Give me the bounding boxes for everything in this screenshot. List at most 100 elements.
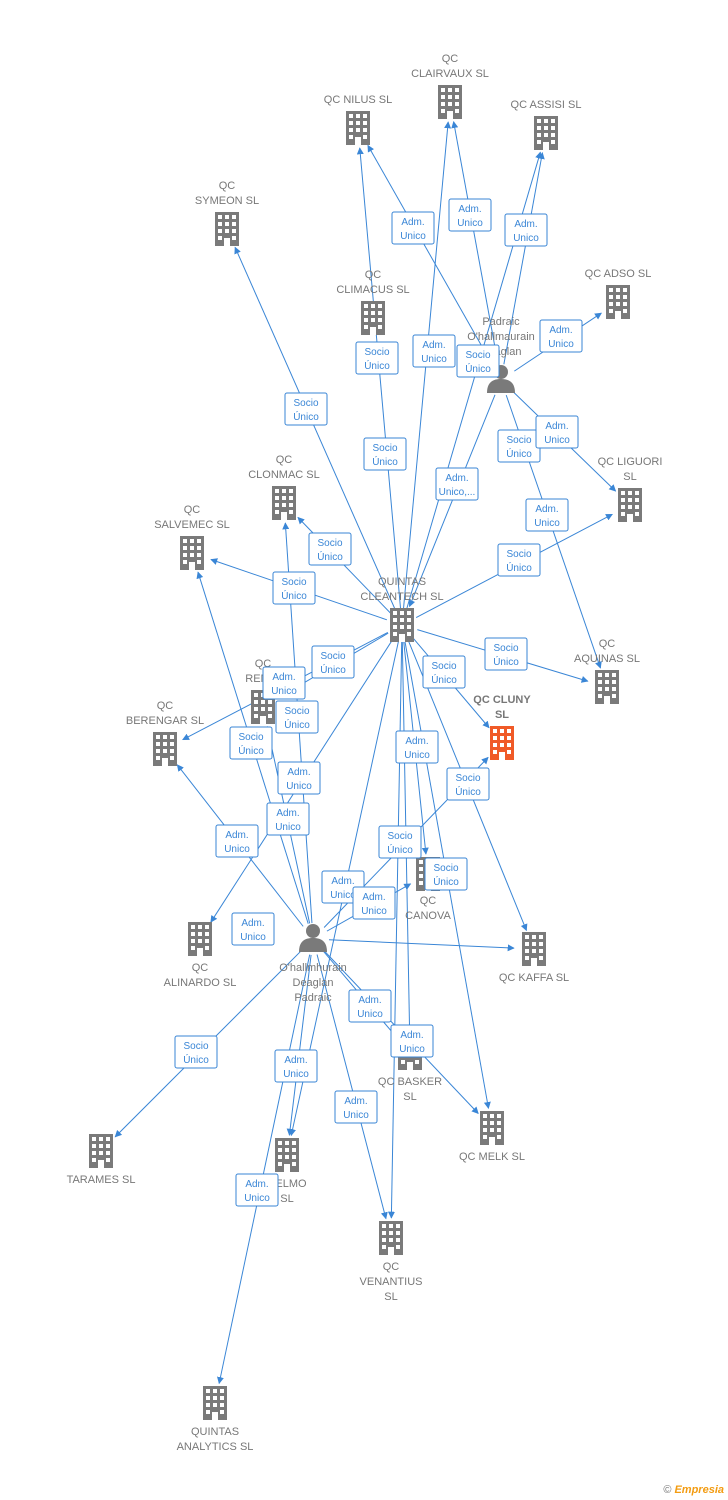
relation-label[interactable]: Adm.Unico bbox=[535, 415, 579, 449]
relation-label[interactable]: Adm.Unico bbox=[448, 198, 492, 232]
relation-label[interactable]: Adm. Unico bbox=[390, 1024, 434, 1058]
relation-label[interactable]: Adm.Unico bbox=[215, 824, 259, 858]
relation-text: Adm. bbox=[514, 219, 537, 230]
brand-watermark[interactable]: ©Empresia bbox=[663, 1484, 724, 1496]
relation-box bbox=[235, 1173, 279, 1207]
relation-box bbox=[539, 319, 583, 353]
node-assisi[interactable]: QC ASSISI SL bbox=[511, 99, 582, 150]
relation-label[interactable]: Adm.Unico bbox=[504, 213, 548, 247]
relation-box bbox=[266, 802, 310, 836]
relation-box bbox=[504, 213, 548, 247]
relation-text: Adm. bbox=[535, 504, 558, 515]
node-kaffa[interactable]: QC KAFFA SL bbox=[499, 932, 569, 984]
relation-text: Unico bbox=[404, 750, 430, 761]
relation-text: Unico bbox=[330, 890, 356, 901]
node-label: QC ADSO SL bbox=[585, 268, 652, 280]
relation-label[interactable]: Adm.Unico bbox=[352, 886, 396, 920]
node-label: CLIMACUS SL bbox=[336, 284, 409, 296]
node-melk[interactable]: QC MELK SL bbox=[459, 1111, 525, 1163]
relation-text: Adm. bbox=[405, 736, 428, 747]
relation-box bbox=[395, 730, 439, 764]
node-nilus[interactable]: QC NILUS SL bbox=[324, 94, 392, 145]
node-label: QC LIGUORI bbox=[598, 456, 663, 468]
node-label: QC BASKER bbox=[378, 1076, 442, 1088]
relation-label[interactable]: Adm. Unico bbox=[395, 730, 439, 764]
relation-box bbox=[308, 532, 352, 566]
relation-label[interactable]: Adm.Unico bbox=[231, 912, 275, 946]
relation-label[interactable]: Adm.Unico,... bbox=[435, 467, 479, 501]
relation-label[interactable]: Adm.Unico bbox=[266, 802, 310, 836]
relation-label[interactable]: Adm.Unico bbox=[412, 334, 456, 368]
relation-box bbox=[456, 344, 500, 378]
relation-text: Socio bbox=[387, 831, 412, 842]
node-label: BERENGAR SL bbox=[126, 715, 204, 727]
relation-text: Socio bbox=[364, 347, 389, 358]
building-icon bbox=[490, 726, 514, 760]
relation-text: Único bbox=[372, 455, 398, 468]
node-label: ANALYTICS SL bbox=[177, 1441, 254, 1453]
relation-text: Único bbox=[455, 785, 481, 798]
relation-label[interactable]: Adm.Unico bbox=[274, 1049, 318, 1083]
node-adso[interactable]: QC ADSO SL bbox=[585, 268, 652, 319]
relation-label[interactable]: Adm.Unico bbox=[525, 498, 569, 532]
relation-text: Único bbox=[364, 359, 390, 372]
edge-padraic2-kaffa bbox=[328, 939, 515, 952]
relation-text: Unico bbox=[361, 906, 387, 917]
relation-label[interactable]: Adm.Unico bbox=[348, 989, 392, 1023]
relation-label[interactable]: Adm.Unico bbox=[235, 1173, 279, 1207]
relation-text: Adm. bbox=[458, 204, 481, 215]
relation-text: Adm. bbox=[401, 217, 424, 228]
relation-label[interactable]: Adm.Unico bbox=[262, 666, 306, 700]
relation-text: Adm. bbox=[400, 1030, 423, 1041]
node-tarames[interactable]: TARAMES SL bbox=[67, 1134, 136, 1186]
relation-box bbox=[231, 912, 275, 946]
relation-text: Único bbox=[431, 673, 457, 686]
relation-text: Unico bbox=[399, 1044, 425, 1055]
relation-text: Socio bbox=[317, 538, 342, 549]
building-icon bbox=[480, 1111, 504, 1145]
relation-label[interactable]: Adm.Unico bbox=[391, 211, 435, 245]
relation-text: Unico bbox=[343, 1110, 369, 1121]
relation-label[interactable]: Adm.Unico bbox=[334, 1090, 378, 1124]
relation-text: Unico bbox=[240, 932, 266, 943]
relation-text: Unico bbox=[224, 844, 250, 855]
relation-label[interactable]: Adm.Unico bbox=[539, 319, 583, 353]
relation-text: Adm. bbox=[331, 876, 354, 887]
edge-padraic2-quintas_analytics bbox=[217, 954, 311, 1385]
relation-label[interactable]: Adm.Unico bbox=[277, 761, 321, 795]
